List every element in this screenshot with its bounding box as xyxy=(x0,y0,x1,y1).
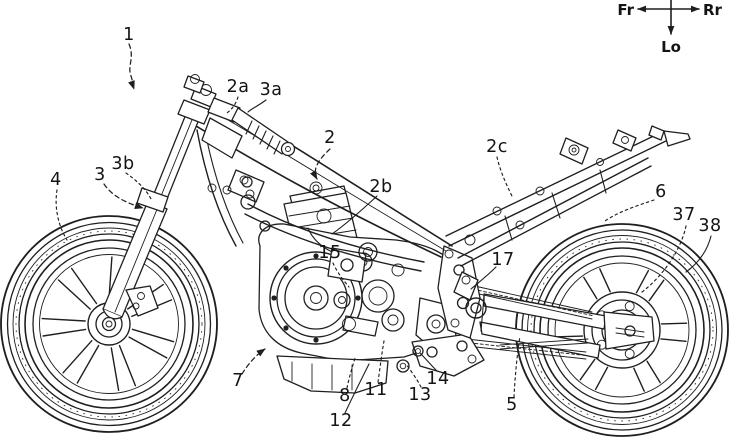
chain-adjuster-plate xyxy=(603,311,655,350)
starter-motor xyxy=(342,315,379,337)
fork-guard xyxy=(136,187,169,213)
leader-3b xyxy=(125,172,152,200)
leader-38 xyxy=(685,235,712,273)
compass-rear-label: Rr xyxy=(703,1,723,19)
leader-37 xyxy=(641,225,687,293)
ref-label-38: 38 xyxy=(698,216,721,236)
leader-6 xyxy=(604,199,655,222)
front-fork xyxy=(101,74,296,332)
swingarm xyxy=(447,280,655,360)
leader-7 xyxy=(241,348,266,375)
ref-label-2a: 2a xyxy=(227,77,250,97)
leader-lines xyxy=(55,43,712,414)
seat-bracket xyxy=(559,137,589,165)
ref-label-4: 4 xyxy=(50,170,62,190)
ref-label-3: 3 xyxy=(94,165,106,185)
ref-label-11: 11 xyxy=(364,380,387,400)
leader-1 xyxy=(128,43,135,90)
tail-tip xyxy=(663,130,691,147)
ref-label-17: 17 xyxy=(491,250,514,270)
ref-label-6: 6 xyxy=(655,182,667,202)
tail-bracket xyxy=(612,129,637,152)
ref-label-14: 14 xyxy=(426,369,449,389)
compass-front-label: Fr xyxy=(617,1,634,19)
ref-label-2b: 2b xyxy=(369,177,392,197)
compass-lower-label: Lo xyxy=(661,38,681,56)
ref-label-1: 1 xyxy=(123,25,135,45)
leader-2a xyxy=(226,96,239,114)
down-tube xyxy=(196,129,237,247)
leader-3a xyxy=(247,99,267,113)
leader-15 xyxy=(332,262,350,288)
leader-2 xyxy=(309,148,331,180)
torque-rod xyxy=(499,338,589,350)
shock-linkage xyxy=(453,271,479,301)
orientation-compass: Fr Rr Lo xyxy=(617,0,723,56)
ref-label-3a: 3a xyxy=(260,80,283,100)
leader-2c xyxy=(496,156,513,197)
ref-label-2c: 2c xyxy=(486,137,508,157)
ref-label-3b: 3b xyxy=(111,154,134,174)
grip-ribs xyxy=(245,120,281,155)
ref-label-13: 13 xyxy=(408,385,431,405)
main-frame xyxy=(195,97,487,339)
handlebar xyxy=(231,107,289,155)
ref-label-8: 8 xyxy=(339,386,351,406)
leader-2b xyxy=(331,195,378,235)
leader-12 xyxy=(344,363,370,414)
engine-hanger xyxy=(227,169,265,203)
leader-14 xyxy=(419,352,438,372)
bar-end xyxy=(280,141,296,157)
ref-label-2: 2 xyxy=(324,128,336,148)
leader-3 xyxy=(103,183,144,210)
leader-13 xyxy=(405,363,422,388)
frame-tube-2b xyxy=(247,203,425,263)
leader-5 xyxy=(513,335,521,398)
triple-clamp xyxy=(177,99,211,125)
ref-label-15: 15 xyxy=(318,243,341,263)
brake-caliper xyxy=(125,285,159,317)
reference-labels: 1 2a 3a 2 2b 2c 3b 3 4 6 37 38 17 15 5 7… xyxy=(50,25,721,431)
leader-8 xyxy=(346,357,356,389)
footpeg-bracket xyxy=(411,333,485,377)
ref-label-12: 12 xyxy=(329,411,352,431)
head-gusset xyxy=(201,117,243,159)
front-axle xyxy=(101,316,117,332)
ref-label-7: 7 xyxy=(232,371,244,391)
ref-label-5: 5 xyxy=(506,395,518,415)
leader-17 xyxy=(470,266,497,290)
ref-label-37: 37 xyxy=(672,205,695,225)
seat-rail xyxy=(445,125,691,301)
